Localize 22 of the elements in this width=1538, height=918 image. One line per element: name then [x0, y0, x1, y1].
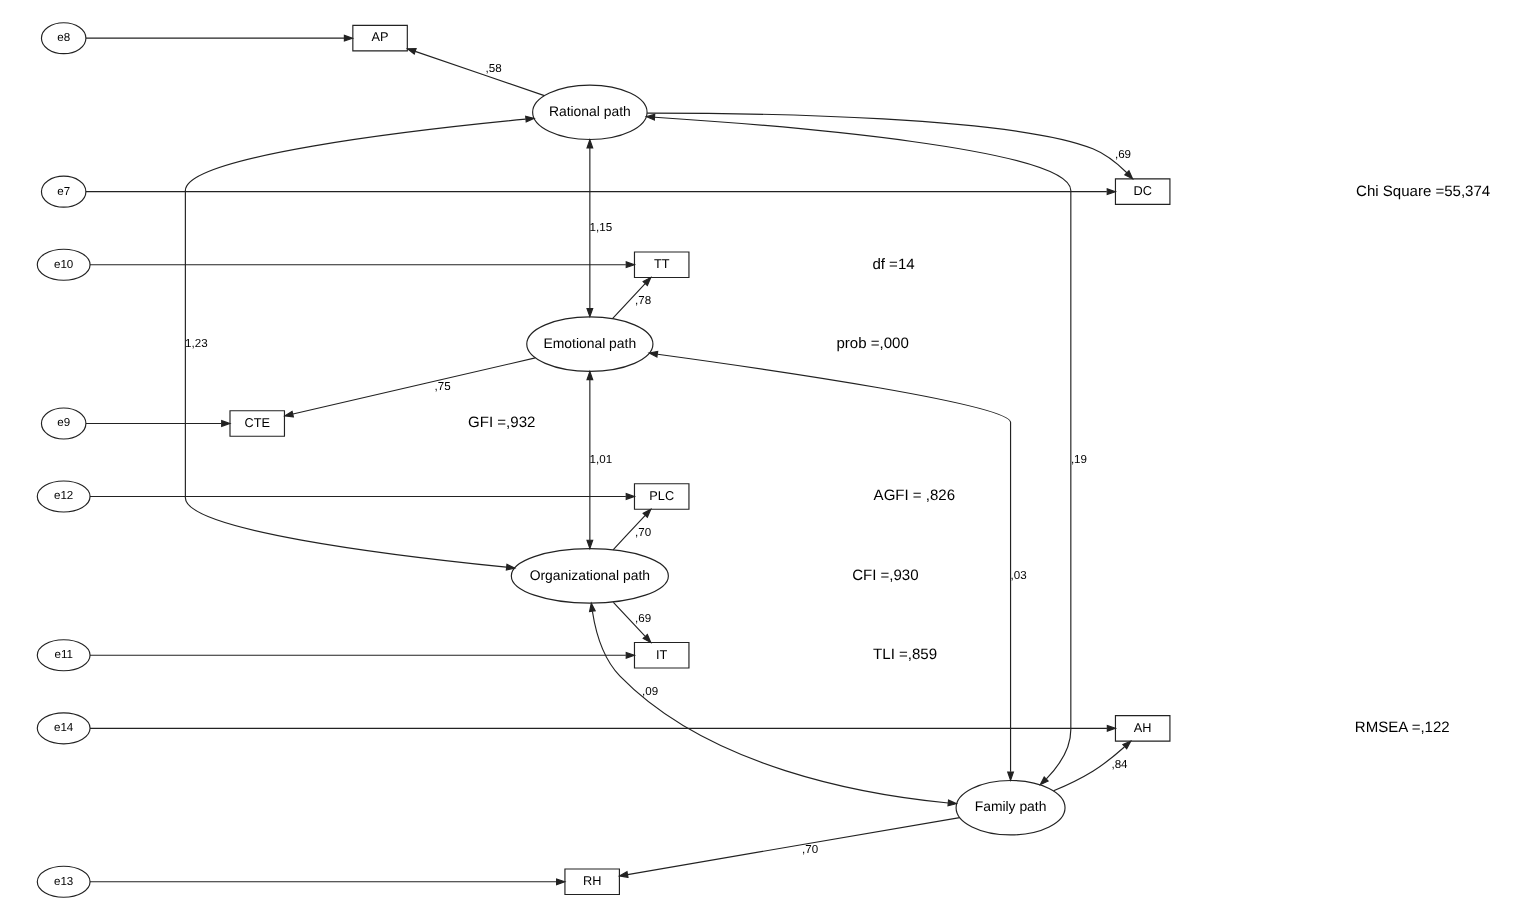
arrow [183, 114, 535, 570]
arrow [616, 816, 960, 878]
arrow [84, 418, 231, 427]
arrow [84, 187, 1117, 195]
arrow [88, 723, 1117, 731]
arrow [404, 47, 544, 96]
arrow [611, 600, 651, 643]
arrow [88, 260, 636, 268]
arrow [587, 600, 958, 806]
arrow [282, 356, 535, 417]
arrow [88, 491, 636, 500]
arrow [585, 368, 593, 550]
arrow [610, 275, 651, 319]
arrow [646, 349, 1014, 781]
arrow [585, 137, 593, 318]
arrow [88, 877, 566, 885]
arrow [1052, 739, 1132, 791]
arrow [611, 507, 651, 550]
arrow [643, 112, 1071, 785]
arrow [84, 33, 354, 41]
arrow [645, 111, 1133, 179]
arrow [88, 650, 636, 658]
